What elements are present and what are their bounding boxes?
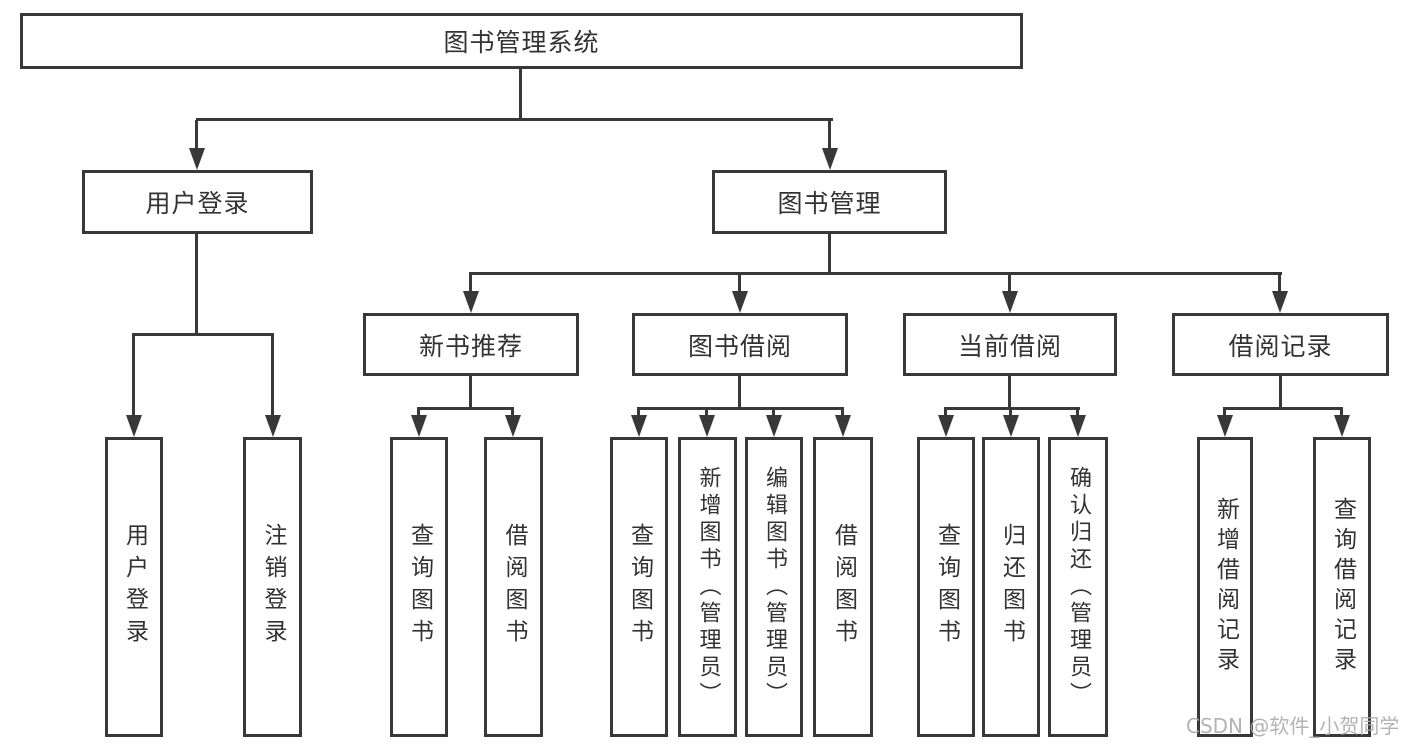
arrow-down-icon — [126, 415, 142, 437]
arrow-down-icon — [732, 291, 748, 313]
arrow-down-icon — [766, 415, 782, 437]
connector-line — [519, 69, 522, 120]
node-label: 新增借阅记录 — [1212, 497, 1239, 677]
connector-line — [196, 118, 833, 121]
arrow-down-icon — [189, 148, 205, 170]
watermark: CSDN @软件_小贺同学 — [1186, 714, 1400, 738]
arrow-down-icon — [938, 415, 954, 437]
connector-line — [1279, 376, 1282, 409]
connector-line — [944, 409, 947, 417]
arrow-down-icon — [411, 415, 427, 437]
connector-line — [195, 234, 198, 335]
node-label: 用户登录 — [121, 523, 148, 651]
node-label: 确认归还（管理员） — [1066, 465, 1091, 709]
arrow-down-icon — [463, 291, 479, 313]
leaf-user-login: 用户登录 — [105, 437, 163, 737]
connector-line — [469, 274, 472, 291]
arrow-down-icon — [505, 415, 521, 437]
arrow-down-icon — [822, 148, 838, 170]
connector-line — [132, 333, 274, 336]
connector-line — [705, 409, 708, 417]
connector-line — [1340, 409, 1343, 417]
node-borrow-records: 借阅记录 — [1172, 313, 1389, 376]
connector-line — [637, 407, 844, 410]
node-label: 借阅记录 — [1228, 331, 1333, 361]
connector-line — [828, 234, 831, 273]
arrow-down-icon — [835, 415, 851, 437]
connector-line — [417, 409, 420, 417]
node-label: 图书借阅 — [687, 331, 792, 361]
leaf-borrow-books: 借阅图书 — [813, 437, 873, 737]
arrow-down-icon — [1334, 415, 1350, 437]
connector-line — [1008, 376, 1011, 409]
node-book-management: 图书管理 — [712, 170, 947, 234]
leaf-query-books-recommend: 查询图书 — [390, 437, 448, 737]
connector-line — [841, 409, 844, 417]
arrow-down-icon — [1272, 291, 1288, 313]
arrow-down-icon — [1003, 415, 1019, 437]
node-label: 图书管理系统 — [443, 28, 600, 57]
connector-line — [1223, 407, 1343, 410]
node-label: 查询借阅记录 — [1329, 497, 1356, 677]
arrow-down-icon — [699, 415, 715, 437]
connector-line — [511, 409, 514, 417]
connector-line — [1008, 274, 1011, 291]
leaf-query-books-current: 查询图书 — [917, 437, 975, 737]
node-library-system: 图书管理系统 — [20, 13, 1023, 69]
connector-line — [828, 120, 831, 150]
connector-line — [738, 376, 741, 409]
connector-line — [1076, 409, 1079, 417]
connector-line — [195, 120, 198, 150]
node-label: 当前借阅 — [957, 331, 1062, 361]
node-new-book-recommend: 新书推荐 — [363, 313, 579, 376]
leaf-logout: 注销登录 — [243, 437, 302, 737]
connector-line — [132, 335, 135, 415]
arrow-down-icon — [1070, 415, 1086, 437]
node-user-login: 用户登录 — [82, 170, 313, 234]
connector-line — [1278, 274, 1281, 291]
connector-line — [1009, 409, 1012, 417]
leaf-query-borrow-record: 查询借阅记录 — [1313, 437, 1371, 737]
connector-line — [772, 409, 775, 417]
node-label: 借阅图书 — [830, 523, 857, 651]
node-label: 注销登录 — [260, 523, 286, 651]
arrow-down-icon — [1002, 291, 1018, 313]
connector-line — [469, 376, 472, 409]
leaf-borrow-books-recommend: 借阅图书 — [484, 437, 543, 737]
connector-line — [738, 274, 741, 291]
arrow-down-icon — [1217, 415, 1233, 437]
connector-line — [1223, 409, 1226, 417]
node-label: 图书管理 — [777, 189, 882, 218]
leaf-confirm-return-admin: 确认归还（管理员） — [1048, 437, 1108, 737]
node-label: 新增图书（管理员） — [695, 465, 721, 709]
arrow-down-icon — [631, 415, 647, 437]
node-book-borrow: 图书借阅 — [632, 313, 848, 376]
leaf-return-books: 归还图书 — [982, 437, 1040, 737]
node-current-borrow: 当前借阅 — [903, 313, 1117, 376]
connector-line — [637, 409, 640, 417]
node-label: 归还图书 — [998, 523, 1025, 651]
connector-line — [271, 335, 274, 415]
leaf-query-books-borrow: 查询图书 — [610, 437, 668, 737]
node-label: 查询图书 — [406, 523, 433, 651]
connector-line — [417, 407, 514, 410]
node-label: 新书推荐 — [418, 331, 523, 361]
leaf-add-book-admin: 新增图书（管理员） — [678, 437, 737, 737]
connector-line — [944, 407, 1080, 410]
connector-line — [469, 272, 1282, 275]
arrow-down-icon — [265, 415, 281, 437]
leaf-add-borrow-record: 新增借阅记录 — [1197, 437, 1253, 737]
node-label: 编辑图书（管理员） — [762, 465, 787, 709]
node-label: 查询图书 — [933, 523, 960, 651]
node-label: 借阅图书 — [501, 523, 527, 651]
node-label: 查询图书 — [626, 523, 653, 651]
leaf-edit-book-admin: 编辑图书（管理员） — [745, 437, 803, 737]
node-label: 用户登录 — [145, 189, 250, 218]
